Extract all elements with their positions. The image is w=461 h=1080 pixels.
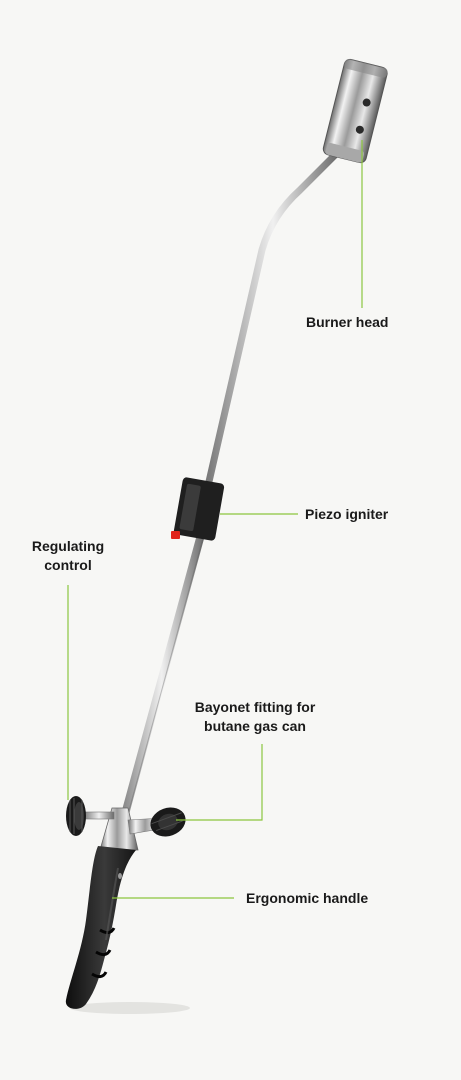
label-regulating-control: Regulating control — [18, 537, 118, 575]
valve-assembly — [83, 807, 167, 851]
leader-lines — [67, 140, 363, 899]
label-bayonet-fitting: Bayonet fitting for butane gas can — [180, 698, 330, 736]
label-piezo-igniter: Piezo igniter — [305, 506, 389, 522]
label-ergonomic-handle: Ergonomic handle — [246, 890, 369, 906]
igniter-button — [171, 531, 180, 539]
leader-bayonet-fitting — [176, 744, 263, 821]
regulating-knob — [66, 796, 86, 836]
label-regulating-control-line1: Regulating — [31, 538, 105, 554]
label-regulating-control-line2: control — [44, 557, 92, 573]
label-burner-head: Burner head — [306, 314, 389, 330]
handle-shadow — [70, 1002, 190, 1014]
label-bayonet-line2: butane gas can — [204, 718, 306, 734]
ergonomic-handle-grip — [65, 846, 136, 1009]
upper-tube — [204, 148, 342, 490]
bayonet-knob — [150, 807, 186, 837]
lower-tube — [114, 516, 209, 844]
burner-head — [322, 58, 388, 164]
label-bayonet-line1: Bayonet fitting for — [194, 699, 316, 715]
piezo-igniter-device — [171, 477, 225, 541]
